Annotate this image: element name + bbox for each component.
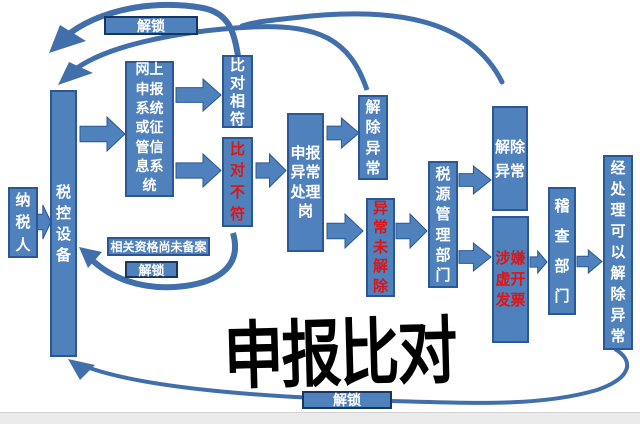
flow-arrow-icon	[458, 164, 492, 196]
node-resolved-after-handling: 经处理可以解除异常	[603, 155, 633, 350]
node-anomaly-unresolved: 异常未解除	[366, 198, 395, 297]
label-unlock-bottom: 解锁	[302, 391, 392, 409]
flow-arrow-icon	[458, 241, 492, 273]
flow-arrow-icon	[175, 152, 222, 189]
label-unlock-top: 解锁	[104, 16, 198, 35]
node-tax-control-device: 税控设备	[50, 90, 77, 357]
flow-arrow-icon	[175, 77, 222, 113]
flow-arrow-icon	[79, 115, 126, 153]
flow-arrow-icon	[529, 249, 548, 275]
flow-arrow-icon	[255, 152, 287, 189]
node-qualification-note: 相关资格尚未备案	[107, 237, 210, 256]
flow-arrow-icon	[326, 116, 360, 150]
arc-remove1-arrowhead-icon	[58, 62, 93, 85]
page-title: 申报比对	[222, 309, 457, 401]
node-inspection-dept: 稽查部门	[548, 187, 576, 315]
node-compare-match: 比对相符	[222, 55, 253, 128]
node-tax-source-dept: 税源管理部门	[428, 161, 458, 288]
arc-remove1-to-device	[70, 24, 370, 91]
arc-match-arrowhead-icon	[49, 25, 86, 53]
node-compare-mismatch: 比对不符	[222, 137, 253, 227]
arc-bottom-arrowhead-icon	[68, 359, 95, 380]
arc-mismatch-arrowhead-icon	[79, 247, 102, 268]
arc-mismatch-to-device	[87, 232, 238, 291]
flow-arrow-icon	[326, 212, 364, 250]
node-anomaly-handling-post: 申报异常处理岗	[287, 113, 324, 252]
label-unlock-mid: 解锁	[125, 261, 178, 279]
node-taxpayer: 纳税人	[8, 187, 38, 258]
node-suspected-fake-invoice: 涉嫌虚开发票	[492, 216, 529, 343]
node-remove-anomaly-2: 解除异常	[492, 106, 528, 211]
flow-arrow-icon	[576, 248, 603, 275]
arc-match-to-taxpayer	[55, 1, 241, 57]
node-remove-anomaly-1: 解除异常	[358, 95, 388, 180]
arc-remove2-to-device	[239, 11, 505, 85]
flow-arrow-icon	[35, 204, 52, 240]
node-online-system: 网上申报系统或征管信息系统	[125, 61, 174, 197]
flow-arrow-icon	[395, 212, 428, 250]
arc-bottom-to-device	[83, 347, 630, 405]
bottom-strip	[0, 412, 640, 424]
